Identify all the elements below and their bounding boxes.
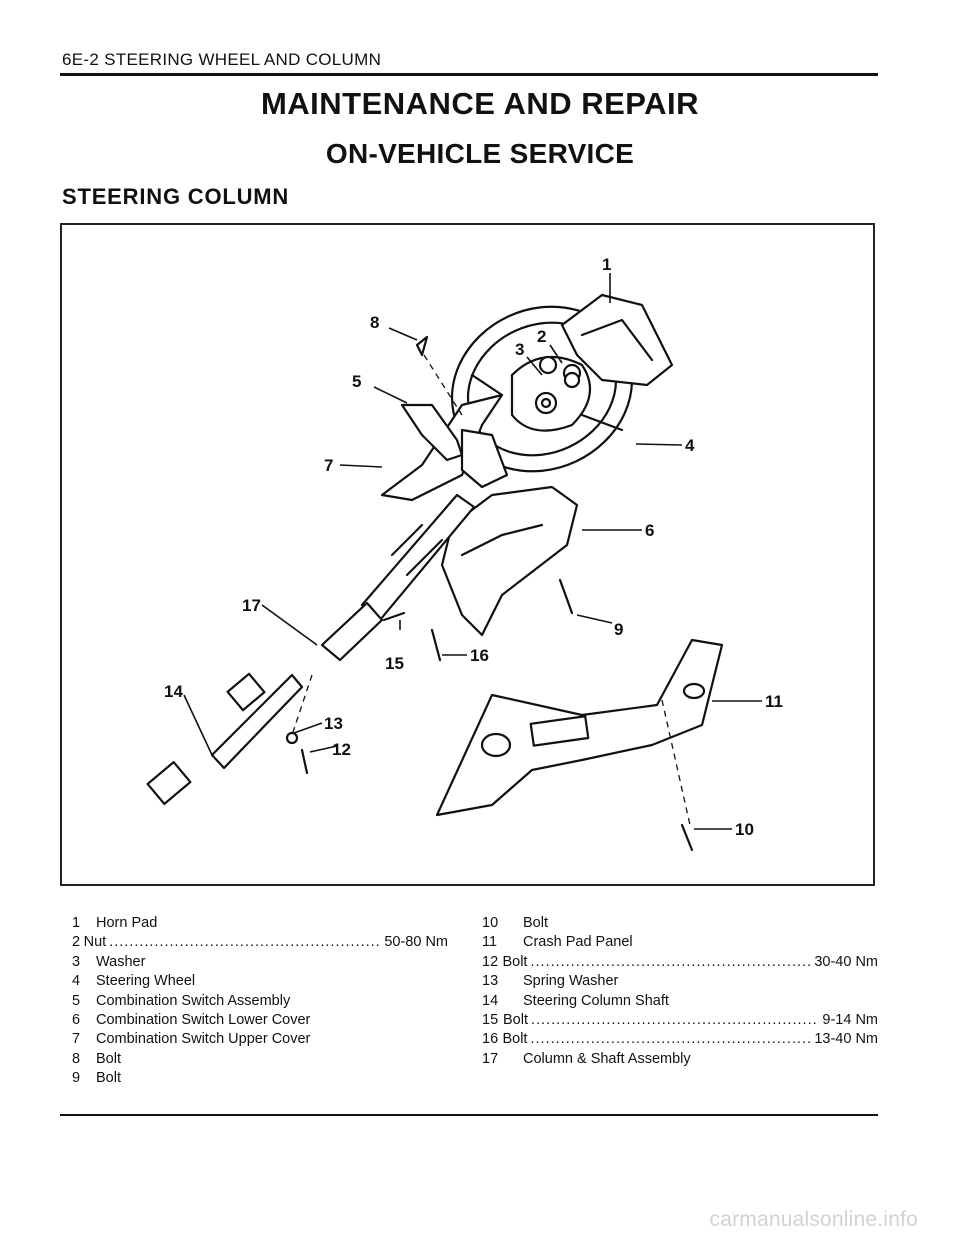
dot-leader bbox=[530, 953, 811, 972]
exploded-view-figure: 1 2 3 4 5 6 7 8 9 10 11 12 13 14 15 16 1… bbox=[60, 223, 875, 886]
legend-item: 17 Column & Shaft Assembly bbox=[482, 1050, 878, 1069]
legend-label: Horn Pad bbox=[96, 915, 158, 931]
legend-number: 2 bbox=[72, 934, 81, 951]
legend-label: Combination Switch Lower Cover bbox=[96, 1012, 311, 1029]
legend-label: Spring Washer bbox=[523, 973, 619, 990]
legend-item: 3 Washer bbox=[72, 953, 448, 972]
legend-number: 15 bbox=[482, 1012, 499, 1029]
legend-label: Combination Switch Upper Cover bbox=[96, 1031, 311, 1048]
section-title: STEERING COLUMN bbox=[62, 184, 290, 209]
legend-number: 10 bbox=[482, 915, 499, 931]
dot-leader bbox=[109, 933, 381, 952]
callout-1: 1 bbox=[602, 255, 611, 274]
legend-number: 5 bbox=[72, 992, 81, 1009]
torque-spec: 13-40 Nm bbox=[814, 1031, 878, 1048]
chapter-title: STEERING WHEEL AND COLUMN bbox=[104, 50, 382, 69]
torque-spec: 50-80 Nm bbox=[384, 934, 448, 951]
legend-right-column: 10 Bolt 11 Crash Pad Panel 12 Bolt 30-40… bbox=[482, 914, 878, 1069]
legend-label: Bolt bbox=[502, 953, 528, 970]
legend-item: 7 Combination Switch Upper Cover bbox=[72, 1030, 448, 1049]
legend-number: 4 bbox=[72, 973, 81, 990]
legend-label: Combination Switch Assembly bbox=[96, 992, 291, 1009]
legend-item: 9 Bolt bbox=[72, 1069, 448, 1088]
steering-column-illustration: 1 2 3 4 5 6 7 8 9 10 11 12 13 14 15 16 1… bbox=[146, 255, 783, 852]
legend-item: 15 Bolt 9-14 Nm bbox=[482, 1011, 878, 1030]
legend-item: 11 Crash Pad Panel bbox=[482, 933, 878, 952]
callout-10: 10 bbox=[735, 820, 754, 839]
legend-number: 16 bbox=[482, 1031, 499, 1048]
legend-item: 16 Bolt 13-40 Nm bbox=[482, 1030, 878, 1049]
legend-item: 10 Bolt bbox=[482, 914, 878, 933]
callout-7: 7 bbox=[324, 456, 333, 475]
lower-cover-drawing bbox=[440, 485, 579, 637]
legend-item: 4 Steering Wheel bbox=[72, 972, 448, 991]
legend-label: Bolt bbox=[503, 1012, 528, 1029]
callout-12: 12 bbox=[332, 740, 351, 759]
bolt-9-drawing bbox=[558, 578, 574, 615]
legend-item: 1 Horn Pad bbox=[72, 914, 448, 933]
dot-leader bbox=[531, 1011, 819, 1030]
bolt-8-drawing bbox=[415, 335, 429, 357]
torque-spec: 9-14 Nm bbox=[822, 1012, 878, 1029]
torque-spec: 30-40 Nm bbox=[814, 953, 878, 970]
legend-item: 13 Spring Washer bbox=[482, 972, 878, 991]
legend-number: 9 bbox=[72, 1070, 81, 1087]
bolt-10-drawing bbox=[680, 823, 694, 852]
callout-3: 3 bbox=[515, 340, 524, 359]
horn-pad-drawing bbox=[560, 293, 674, 387]
legend-label: Steering Wheel bbox=[96, 973, 196, 990]
legend-label: Column & Shaft Assembly bbox=[523, 1050, 691, 1067]
callout-6: 6 bbox=[645, 521, 654, 540]
legend-number: 1 bbox=[72, 915, 81, 931]
legend-number: 14 bbox=[482, 992, 499, 1009]
callout-14: 14 bbox=[164, 682, 183, 701]
page-header: 6E-2 STEERING WHEEL AND COLUMN bbox=[62, 50, 381, 70]
legend-number: 7 bbox=[72, 1031, 81, 1048]
legend-item: 8 Bolt bbox=[72, 1050, 448, 1069]
callout-11: 11 bbox=[765, 692, 783, 711]
sub-title: ON-VEHICLE SERVICE bbox=[325, 138, 635, 169]
callout-9: 9 bbox=[614, 620, 623, 639]
legend-label: Crash Pad Panel bbox=[523, 934, 633, 951]
callout-15: 15 bbox=[385, 654, 404, 673]
callout-13: 13 bbox=[324, 714, 343, 733]
main-title: MAINTENANCE AND REPAIR bbox=[260, 86, 700, 121]
legend-label: Steering Column Shaft bbox=[523, 992, 669, 1009]
legend-number: 11 bbox=[482, 934, 498, 951]
legend-number: 13 bbox=[482, 973, 499, 990]
legend-label: Nut bbox=[83, 934, 107, 951]
legend-label: Bolt bbox=[96, 1050, 121, 1067]
legend-label: Washer bbox=[96, 953, 146, 970]
legend-number: 12 bbox=[482, 953, 499, 970]
legend-left-column: 1 Horn Pad 2 Nut 50-80 Nm 3 Washer 4 Ste… bbox=[72, 914, 448, 1089]
crash-pad-drawing bbox=[435, 638, 724, 817]
legend-number: 8 bbox=[72, 1050, 81, 1067]
bolt-15-drawing bbox=[382, 611, 406, 622]
callout-16: 16 bbox=[470, 646, 489, 665]
footer-rule bbox=[60, 1114, 878, 1116]
callout-5: 5 bbox=[352, 372, 361, 391]
legend-item: 5 Combination Switch Assembly bbox=[72, 992, 448, 1011]
watermark: carmanualsonline.info bbox=[709, 1208, 918, 1231]
legend-item: 14 Steering Column Shaft bbox=[482, 992, 878, 1011]
bolt-16-drawing bbox=[430, 628, 442, 662]
callout-17: 17 bbox=[242, 596, 261, 615]
legend-label: Bolt bbox=[523, 915, 548, 931]
legend-label: Bolt bbox=[96, 1070, 121, 1087]
legend-item: 6 Combination Switch Lower Cover bbox=[72, 1011, 448, 1030]
shaft-drawing bbox=[210, 673, 304, 770]
dot-leader bbox=[530, 1030, 811, 1049]
legend-item: 12 Bolt 30-40 Nm bbox=[482, 953, 878, 972]
legend-number: 3 bbox=[72, 953, 81, 970]
bolt-12-drawing bbox=[300, 748, 309, 775]
callout-8: 8 bbox=[370, 313, 379, 332]
callout-2: 2 bbox=[537, 327, 546, 346]
legend-number: 17 bbox=[482, 1050, 499, 1067]
callout-4: 4 bbox=[685, 436, 695, 455]
header-rule bbox=[60, 73, 878, 76]
legend-label: Bolt bbox=[502, 1031, 528, 1048]
page-number: 6E-2 bbox=[62, 50, 100, 69]
legend-item: 2 Nut 50-80 Nm bbox=[72, 933, 448, 952]
legend-number: 6 bbox=[72, 1012, 81, 1029]
